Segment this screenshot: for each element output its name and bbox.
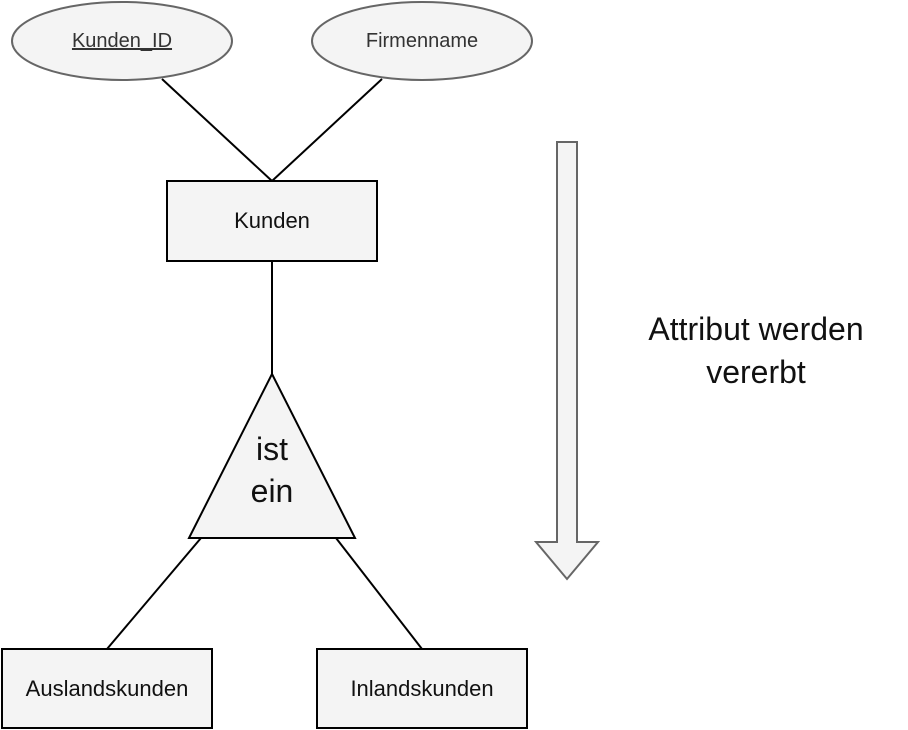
auslandskunden-text: Auslandskunden <box>25 675 189 701</box>
inheritance-note: Attribut werden vererbt <box>620 306 892 396</box>
isa-label: ist ein <box>212 425 332 515</box>
entity-kunden-label: Kunden <box>167 181 377 261</box>
entity-auslandskunden-box[interactable] <box>1 648 213 729</box>
connector-kunden-id <box>161 78 273 182</box>
primary-key-text: Kunden_ID <box>71 29 173 52</box>
connector-isa-inlandskunden <box>335 537 423 650</box>
attribute-kunden-id-ellipse[interactable] <box>11 1 233 81</box>
isa-triangle[interactable] <box>187 371 357 539</box>
firmenname-text: Firmenname <box>365 29 479 52</box>
attribute-firmenname-label: Firmenname <box>312 2 532 80</box>
entity-inlandskunden-label: Inlandskunden <box>317 649 527 728</box>
connector-firmenname <box>271 78 383 182</box>
entity-inlandskunden-box[interactable] <box>316 648 528 729</box>
attribute-firmenname-ellipse[interactable] <box>311 1 533 81</box>
inheritance-arrow-icon <box>533 141 601 581</box>
isa-line-2: ein <box>250 473 294 509</box>
attribute-kunden-id-label: Kunden_ID <box>12 2 232 80</box>
kunden-text: Kunden <box>234 208 310 233</box>
isa-line-1: ist <box>256 431 288 467</box>
note-line-1: Attribut werden <box>648 311 864 347</box>
connector-isa-auslandskunden <box>106 537 202 650</box>
note-line-2: vererbt <box>706 354 806 390</box>
inlandskunden-text: Inlandskunden <box>350 675 494 701</box>
entity-kunden-box[interactable] <box>166 180 378 262</box>
entity-auslandskunden-label: Auslandskunden <box>2 649 212 728</box>
